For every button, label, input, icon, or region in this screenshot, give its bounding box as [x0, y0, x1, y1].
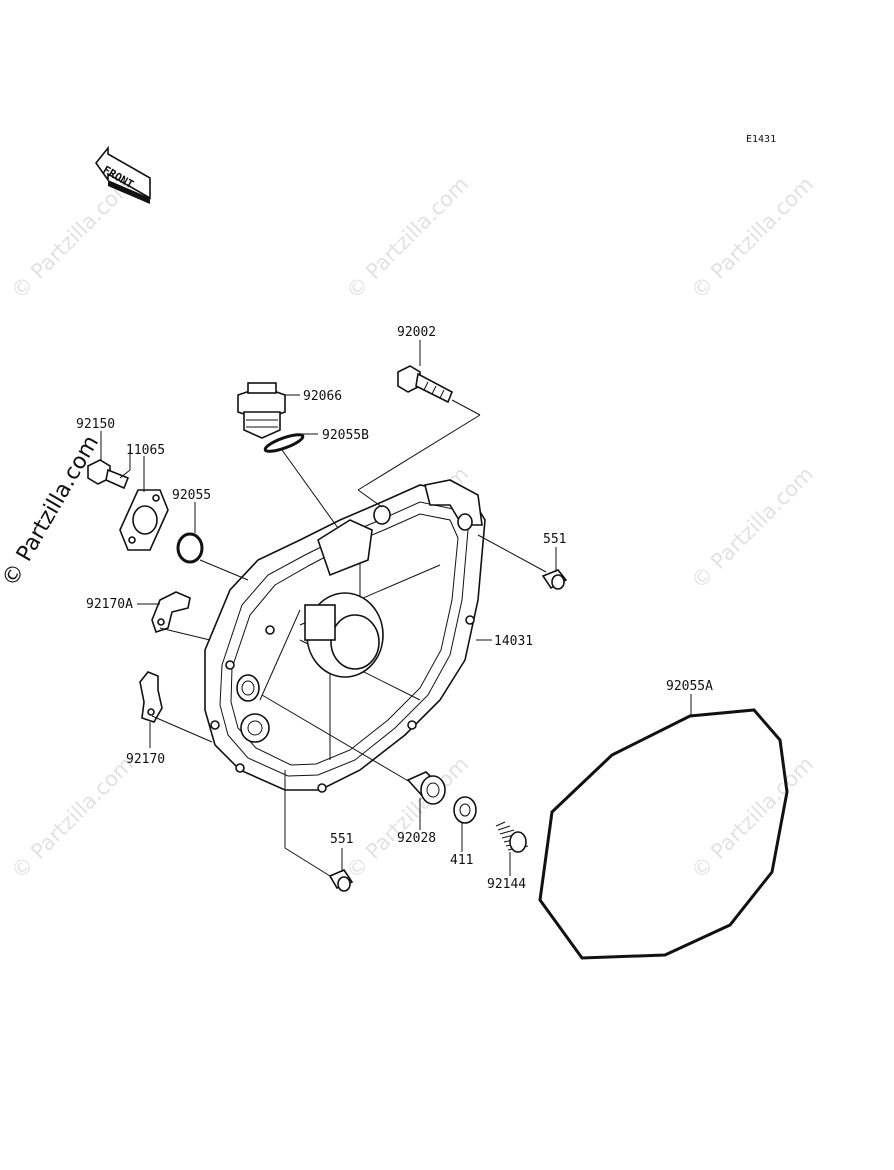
- bracket-11065-part: [119, 489, 169, 551]
- label-92055a: 92055A: [666, 679, 713, 694]
- watermark: © Partzilla.com: [7, 752, 139, 884]
- bolt-92150-part: [87, 459, 130, 490]
- watermark: © Partzilla.com: [687, 172, 819, 304]
- label-92002: 92002: [397, 325, 436, 340]
- watermark: © Partzilla.com: [687, 462, 819, 594]
- washer-92055b-part: [263, 433, 305, 453]
- bushing-92028-part: [406, 771, 446, 805]
- label-92150: 92150: [76, 417, 115, 432]
- bolt-92002-part: [397, 365, 454, 404]
- label-551-top: 551: [543, 532, 566, 547]
- gasket-92055a-part: [538, 708, 789, 960]
- dowel-551-bottom-part: [328, 869, 354, 892]
- leader-lines: [100, 340, 692, 877]
- clamp-92170a-part: [151, 591, 191, 634]
- front-arrow-icon: FRONT: [94, 145, 151, 204]
- diagram-ref-code: E1431: [746, 134, 776, 145]
- label-551-bottom: 551: [330, 832, 353, 847]
- oring-92055-part: [176, 532, 204, 564]
- watermark: © Partzilla.com: [687, 752, 819, 884]
- label-92170: 92170: [126, 752, 165, 767]
- spring-92144-part: [495, 821, 529, 853]
- label-92055b: 92055B: [322, 428, 369, 443]
- clamp-92170-part: [139, 671, 163, 723]
- side-watermark: © Partzilla.com: [0, 431, 104, 591]
- part-labels: 92002 92066 92055B 92150 11065 92055 551…: [76, 325, 713, 892]
- dowel-551-top-part: [541, 569, 568, 590]
- plug-92066-part: [237, 382, 286, 439]
- watermark: © Partzilla.com: [7, 172, 139, 304]
- label-92170a: 92170A: [86, 597, 133, 612]
- label-92066: 92066: [303, 389, 342, 404]
- watermark: © Partzilla.com: [342, 172, 474, 304]
- label-11065: 11065: [126, 443, 165, 458]
- washer-411-part: [453, 796, 477, 824]
- label-14031: 14031: [494, 634, 533, 649]
- label-92144: 92144: [487, 877, 526, 892]
- label-92055: 92055: [172, 488, 211, 503]
- label-92028: 92028: [397, 831, 436, 846]
- label-411: 411: [450, 853, 473, 868]
- cover-14031-part: [204, 479, 486, 793]
